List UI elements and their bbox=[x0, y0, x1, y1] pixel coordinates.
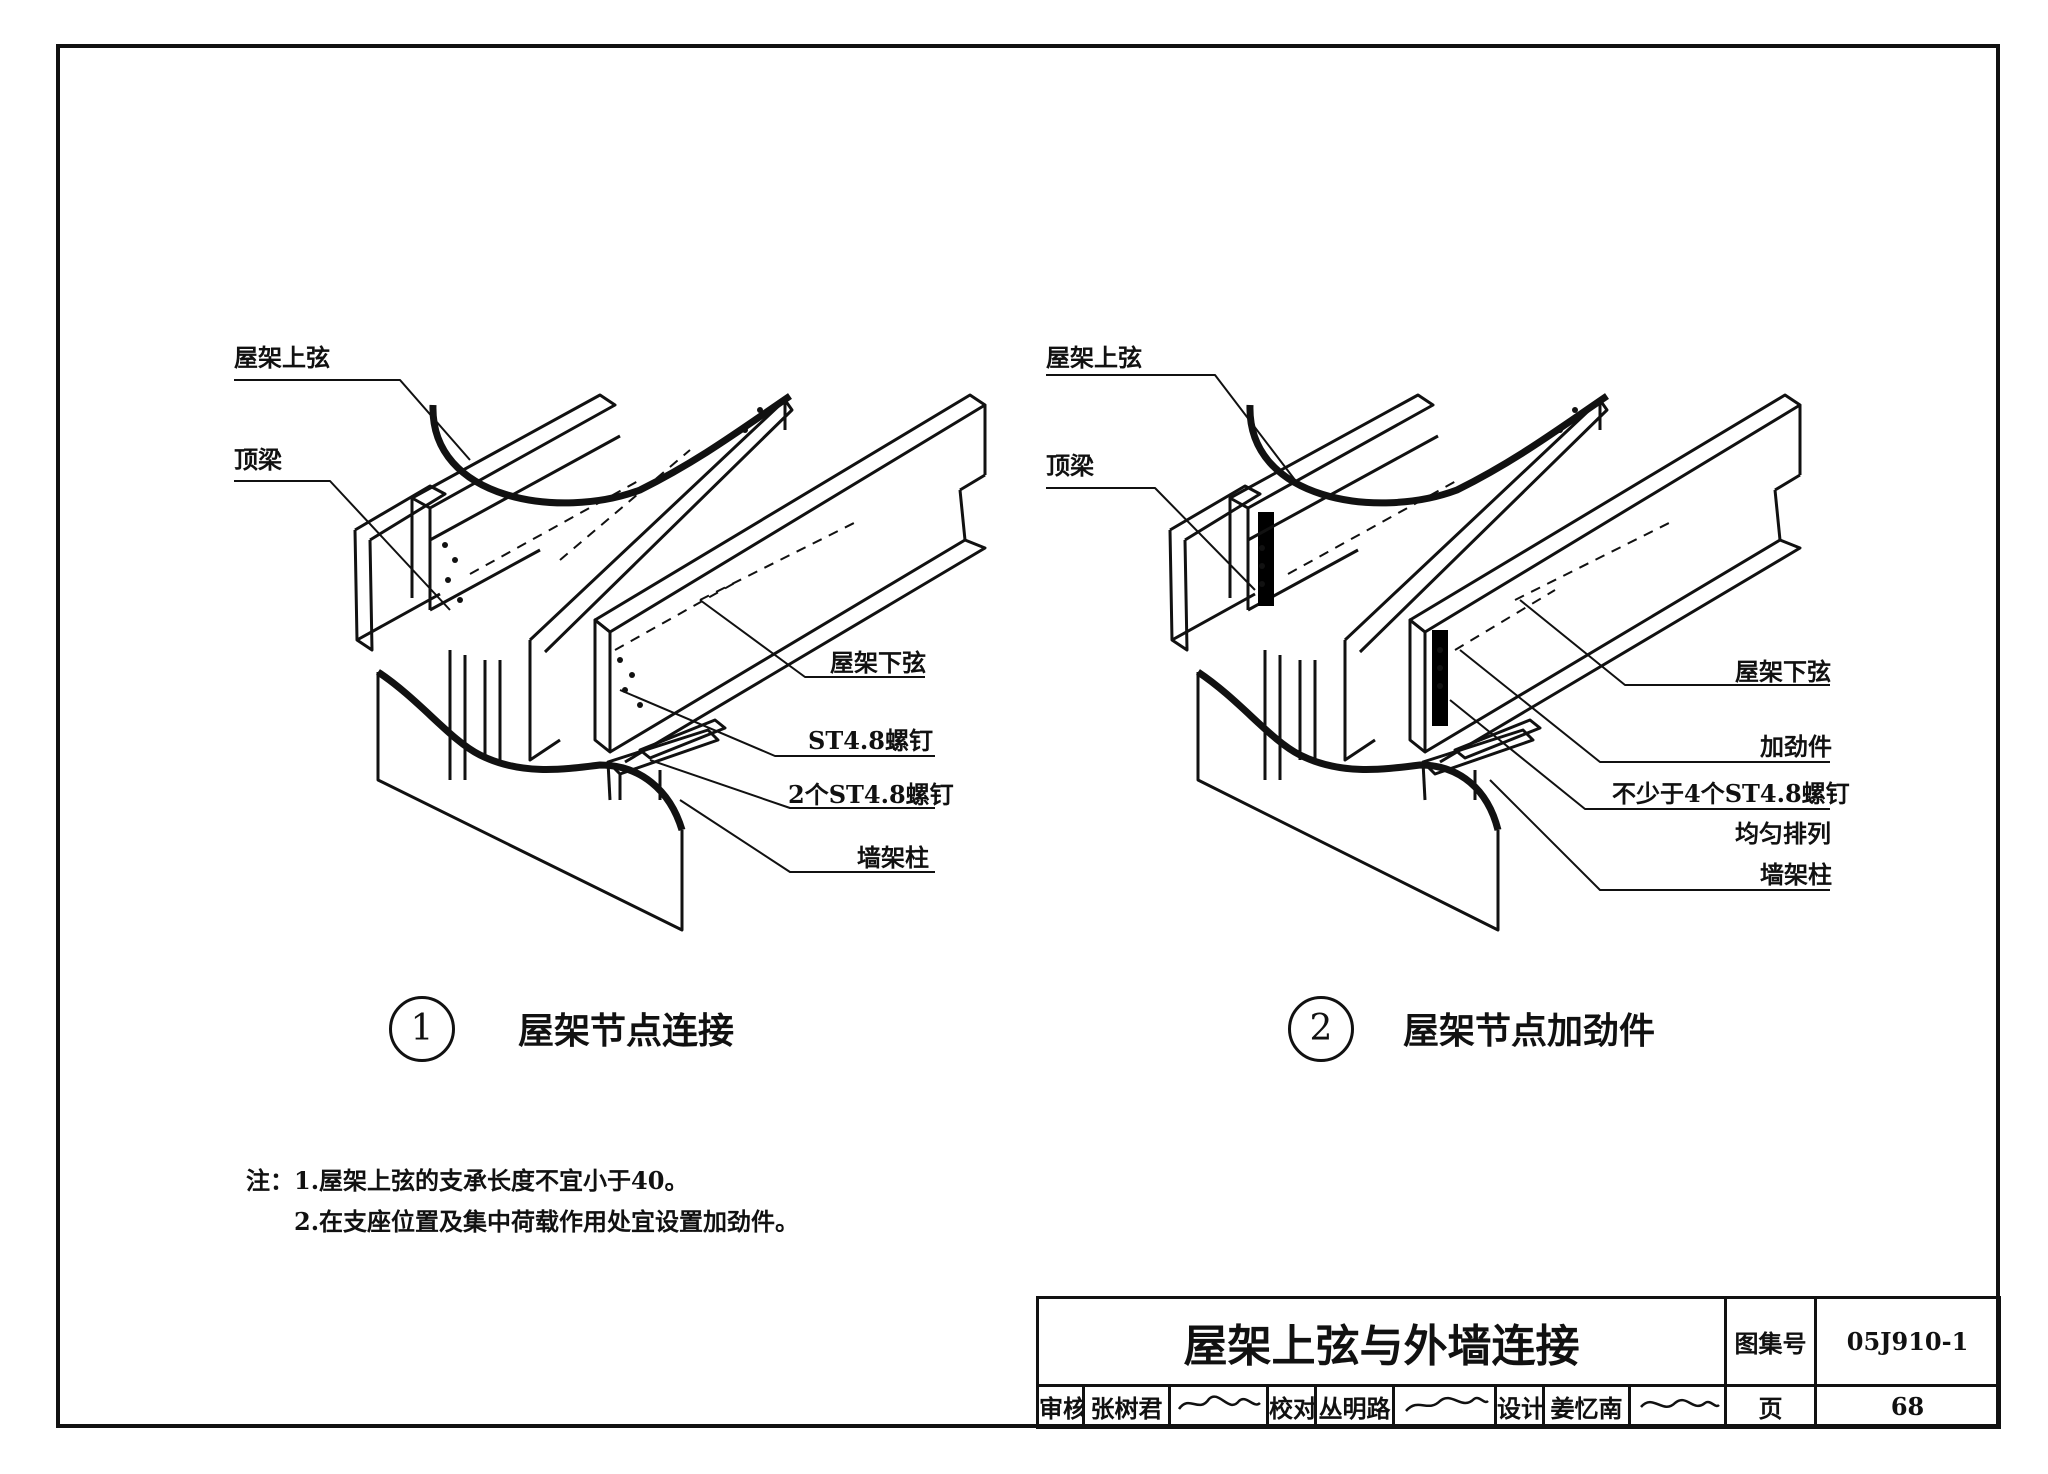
designer-name: 姜忆南 bbox=[1542, 1384, 1631, 1429]
designer-signature bbox=[1627, 1384, 1728, 1429]
detail-2-isometric bbox=[1046, 374, 1830, 932]
detail-1-number: 1 bbox=[389, 996, 455, 1062]
break-line-upper bbox=[429, 393, 792, 507]
atlas-label: 图集号 bbox=[1724, 1296, 1818, 1387]
detail-2-title: 屋架节点加劲件 bbox=[1403, 1011, 1656, 1052]
label-top-beam-2: 顶梁 bbox=[1046, 451, 1094, 480]
label-wall-stud-1: 墙架柱 bbox=[857, 843, 929, 872]
break-line-lower bbox=[376, 669, 686, 832]
drawing-title: 屋架上弦与外墙连接 bbox=[1035, 1296, 1728, 1387]
top-beam-flange bbox=[354, 484, 447, 542]
reviewer-signature bbox=[1168, 1384, 1269, 1429]
notes: 注：1.屋架上弦的支承长度不宜小于40。 2.在支座位置及集中荷载作用处宜设置加… bbox=[246, 1160, 799, 1242]
label-top-chord-2: 屋架上弦 bbox=[1046, 343, 1142, 372]
detail-1-title: 屋架节点连接 bbox=[518, 1011, 735, 1052]
label-wall-stud-2: 墙架柱 bbox=[1760, 860, 1832, 889]
review-label: 审核 bbox=[1036, 1384, 1085, 1429]
page-label: 页 bbox=[1724, 1384, 1818, 1429]
label-screws4-2: 不少于4个ST4.8螺钉 bbox=[1612, 779, 1850, 808]
bottom-chord-web bbox=[593, 618, 612, 754]
title-block: 屋架上弦与外墙连接 图集号 05J910-1 审核 张树君 校对 丛明路 设计 … bbox=[1035, 1296, 2002, 1429]
detail-1-isometric bbox=[234, 379, 987, 932]
atlas-number: 05J910-1 bbox=[1814, 1296, 2002, 1387]
top-beam-web bbox=[353, 529, 374, 652]
label-bottom-chord-1: 屋架下弦 bbox=[830, 648, 926, 677]
stiffener-bottom bbox=[1432, 630, 1448, 726]
detail-2-number: 2 bbox=[1288, 996, 1354, 1062]
wall-stud bbox=[606, 728, 720, 776]
checker-name: 丛明路 bbox=[1314, 1384, 1395, 1429]
design-label: 设计 bbox=[1494, 1384, 1545, 1429]
note-2: 2.在支座位置及集中荷载作用处宜设置加劲件。 bbox=[294, 1207, 800, 1236]
label-screws2-1: 2个ST4.8螺钉 bbox=[788, 780, 954, 809]
page-number: 68 bbox=[1814, 1384, 2002, 1429]
note-1: 1.屋架上弦的支承长度不宜小于40。 bbox=[294, 1166, 689, 1195]
label-even-2: 均匀排列 bbox=[1735, 819, 1831, 848]
label-top-chord-1: 屋架上弦 bbox=[234, 343, 330, 372]
check-label: 校对 bbox=[1266, 1384, 1317, 1429]
top-beam-inner bbox=[410, 393, 617, 510]
label-top-beam-1: 顶梁 bbox=[234, 445, 282, 474]
bottom-chord-flange bbox=[593, 393, 987, 634]
drawing-sheet-border bbox=[56, 44, 2000, 1428]
checker-signature bbox=[1392, 1384, 1497, 1429]
reviewer-name: 张树君 bbox=[1082, 1384, 1171, 1429]
notes-head: 注： bbox=[246, 1166, 294, 1195]
label-bottom-chord-2: 屋架下弦 bbox=[1735, 657, 1831, 686]
label-screw-1: ST4.8螺钉 bbox=[808, 726, 933, 755]
label-stiffener-2: 加劲件 bbox=[1760, 732, 1832, 761]
